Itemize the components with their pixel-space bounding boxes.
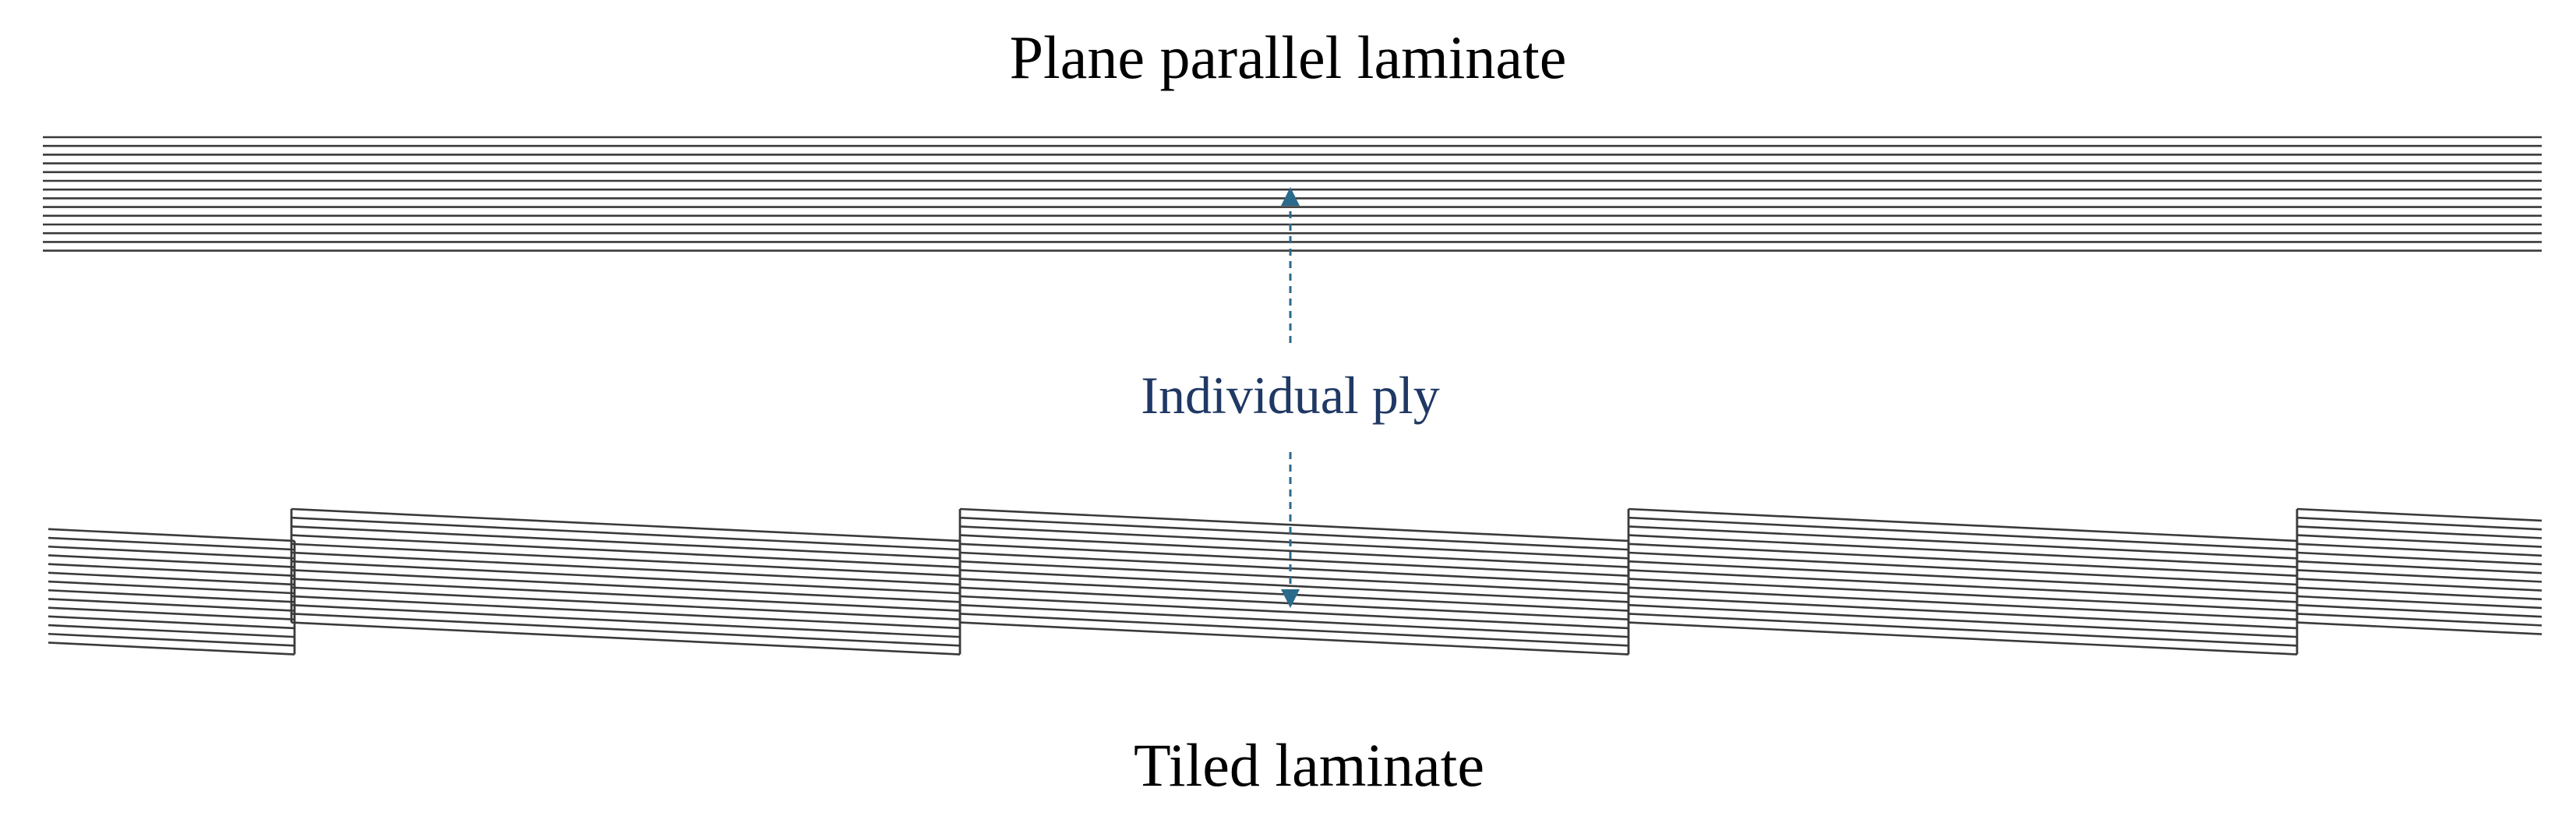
tiled-ply-line [1628,621,2298,656]
tiled-ply-line [291,578,961,612]
tiled-ply-line [2296,621,2542,635]
tiled-ply-line [48,554,295,568]
tiled-ply-line [959,603,1629,638]
tiled-ply-line [291,560,961,595]
tiled-ply-line [1628,534,2298,568]
tiled-ply-line [2296,543,2542,557]
tiled-ply-line [291,603,961,638]
tiled-ply-line [2296,569,2542,583]
tiled-ply-line [2296,516,2542,531]
tiled-ply-line [48,580,295,595]
tiled-ply-line [291,569,961,603]
tiled-ply-line [291,534,961,568]
tiled-ply-line [2296,578,2542,592]
tiled-ply-line [48,615,295,630]
tiled-ply-line [2296,560,2542,574]
tiled-ply-line [959,613,1629,647]
tiled-ply-line [959,543,1629,578]
tiled-ply-line [291,586,961,621]
tiled-ply-line [1628,551,2298,586]
tiled-ply-line [48,606,295,621]
tiled-ply-line [2296,551,2542,566]
tiled-ply-line [1628,586,2298,621]
tiled-ply-line [959,516,1629,551]
tiled-ply-line [1628,543,2298,578]
tiled-ply-line [48,536,295,551]
tiled-ply-line [48,571,295,586]
tiled-ply-line [1628,595,2298,630]
tiled-ply-line [48,624,295,638]
tiled-ply-line [1628,507,2298,543]
tiled-ply-line [2296,603,2542,618]
tiled-ply-line [2296,525,2542,539]
tiled-ply-line [291,551,961,586]
tiled-ply-line [48,545,295,560]
tiled-ply-line [1628,516,2298,551]
individual-ply-annotation: Individual ply [1141,187,1440,608]
tiled-ply-line [959,560,1629,595]
tiled-ply-line [959,621,1629,656]
tiled-ply-line [959,525,1629,560]
tiled-ply-line [48,598,295,612]
tiled-laminate [48,507,2542,656]
plane-parallel-laminate [43,136,2542,252]
plane-parallel-title: Plane parallel laminate [1010,23,1567,91]
tiled-ply-line [291,621,961,656]
tiled-ply-line [1628,613,2298,647]
tiled-ply-line [291,543,961,578]
tiled-ply-line [291,525,961,560]
tiled-ply-line [959,507,1629,543]
tiled-ply-line [959,569,1629,603]
tiled-ply-line [48,563,295,578]
tiled-ply-line [291,613,961,647]
tiled-ply-line [291,507,961,543]
tiled-ply-line [2296,507,2542,522]
tiled-ply-line [2296,534,2542,548]
tiled-ply-line [2296,613,2542,627]
tiled-ply-line [48,528,295,543]
tiled-ply-line [2296,586,2542,601]
tiled-ply-line [48,632,295,647]
tiled-ply-line [1628,603,2298,638]
tiled-ply-line [959,534,1629,568]
tiled-ply-line [959,586,1629,621]
tiled-ply-line [1628,525,2298,560]
tiled-ply-line [1628,569,2298,603]
tiled-ply-line [48,642,295,656]
tiled-ply-line [1628,560,2298,595]
tiled-ply-line [2296,595,2542,610]
tiled-ply-line [1628,578,2298,612]
tiled-ply-line [48,588,295,603]
tiled-ply-line [959,578,1629,612]
tiled-ply-line [291,595,961,630]
individual-ply-label: Individual ply [1141,366,1439,425]
tiled-ply-line [959,595,1629,630]
tiled-ply-line [959,551,1629,586]
tiled-laminate-title: Tiled laminate [1134,731,1484,799]
tiled-ply-line [291,516,961,551]
